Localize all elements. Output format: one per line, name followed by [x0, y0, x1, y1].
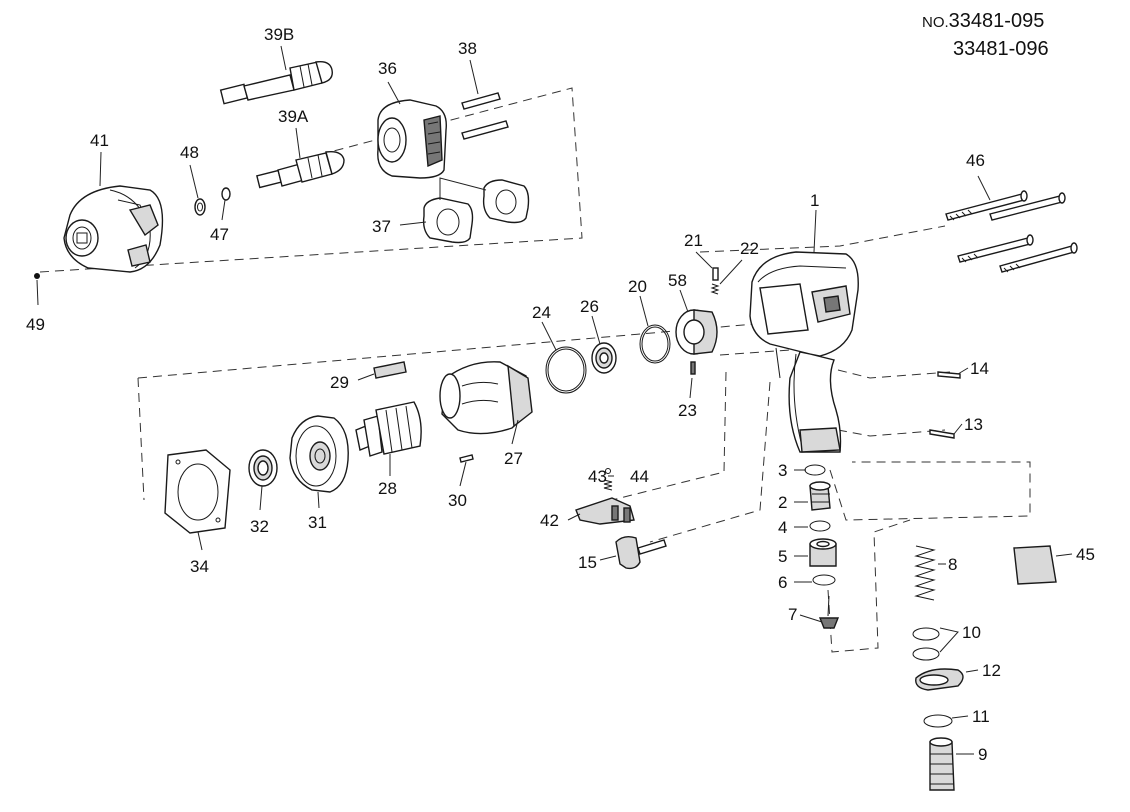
label-38: 38: [458, 39, 477, 58]
label-2: 2: [778, 493, 787, 512]
label-29: 29: [330, 373, 349, 392]
label-58: 58: [668, 271, 687, 290]
part-58-front-plate: [675, 309, 718, 355]
model-number-primary: 33481-095: [948, 10, 1045, 32]
part-9-air-inlet: [929, 737, 955, 791]
label-26: 26: [580, 297, 599, 316]
part-39B-anvil: [219, 60, 333, 105]
label-37: 37: [372, 217, 391, 236]
label-30: 30: [448, 491, 467, 510]
label-46: 46: [966, 151, 985, 170]
part-38-pins: [461, 92, 509, 140]
label-14: 14: [970, 359, 989, 378]
model-number-2: 33481-096: [953, 38, 1049, 61]
leader-lines: [36, 45, 1073, 755]
part-20-o-ring: [639, 324, 671, 364]
label-42: 42: [540, 511, 559, 530]
label-5: 5: [778, 547, 787, 566]
label-13: 13: [964, 415, 983, 434]
part-29-rotor-blade: [373, 361, 407, 379]
part-49-ball: [34, 273, 40, 279]
part-43-ball: [605, 468, 611, 474]
part-22-spring: [710, 283, 720, 295]
part-4-o-ring: [809, 520, 831, 532]
part-27-cylinder: [439, 361, 533, 435]
label-7: 7: [788, 605, 797, 624]
label-28: 28: [378, 479, 397, 498]
label-39B: 39B: [264, 25, 294, 44]
part-13-pin: [929, 429, 955, 439]
label-11: 11: [972, 707, 990, 726]
label-6: 6: [778, 573, 787, 592]
label-36: 36: [378, 59, 397, 78]
label-48: 48: [180, 143, 199, 162]
label-21: 21: [684, 231, 703, 250]
part-1-housing: [749, 251, 859, 453]
part-2-bushing: [809, 481, 831, 511]
part-41-hammer-case: [63, 185, 164, 273]
assembly-lines: [39, 87, 1031, 653]
part-5-valve-seat: [809, 538, 837, 567]
model-prefix: NO.: [922, 14, 949, 31]
part-32-bearing: [248, 449, 278, 487]
label-44: 44: [630, 467, 649, 486]
label-20: 20: [628, 277, 647, 296]
label-32: 32: [250, 517, 269, 536]
label-24: 24: [532, 303, 551, 322]
part-10-washers: [912, 627, 940, 661]
label-23: 23: [678, 401, 697, 420]
part-34-gasket: [164, 449, 231, 534]
label-22: 22: [740, 239, 759, 258]
model-number-secondary: 33481-096: [953, 38, 1049, 60]
part-11-o-ring: [923, 714, 953, 728]
part-37-hammers: [422, 179, 530, 244]
label-49: 49: [26, 315, 45, 334]
part-30-pin: [459, 454, 474, 463]
part-44-spring: [603, 479, 613, 491]
part-15-trigger: [615, 535, 667, 570]
part-39A-anvil: [256, 150, 345, 189]
callout-labels: 41 48 47 49 39B 39A 36 38 37 29 28 30 27…: [26, 25, 1095, 764]
part-47-ring: [221, 187, 231, 201]
part-28-rotor: [355, 401, 422, 457]
label-8: 8: [948, 555, 957, 574]
part-21-pin: [712, 267, 719, 281]
label-47: 47: [210, 225, 229, 244]
part-12-deflector: [915, 668, 964, 691]
label-3: 3: [778, 461, 787, 480]
label-4: 4: [778, 518, 787, 537]
label-27: 27: [504, 449, 523, 468]
label-45: 45: [1076, 545, 1095, 564]
part-8-spring: [914, 545, 936, 601]
label-41: 41: [90, 131, 109, 150]
label-12: 12: [982, 661, 1001, 680]
part-42-reverse-lever: [575, 497, 635, 525]
label-43: 43: [588, 467, 607, 486]
part-26-bearing: [591, 342, 617, 374]
label-9: 9: [978, 745, 987, 764]
model-number-1: NO.33481-095: [922, 10, 1044, 33]
label-34: 34: [190, 557, 209, 576]
label-39A: 39A: [278, 107, 309, 126]
part-36-hammer-frame: [377, 99, 447, 179]
part-45-box: [1013, 545, 1057, 585]
part-14-pin: [937, 371, 961, 379]
label-15: 15: [578, 553, 597, 572]
part-23-pin: [690, 361, 696, 375]
label-31: 31: [308, 513, 327, 532]
part-3-o-ring: [804, 464, 826, 476]
part-31-end-plate: [289, 415, 349, 493]
label-10: 10: [962, 623, 981, 642]
part-46-bolts: [945, 190, 1078, 273]
part-48-washer: [194, 198, 206, 216]
part-24-o-ring: [545, 346, 587, 394]
part-7-valve-stem: [818, 595, 840, 629]
label-1: 1: [810, 191, 819, 210]
part-6-o-ring: [812, 574, 836, 586]
